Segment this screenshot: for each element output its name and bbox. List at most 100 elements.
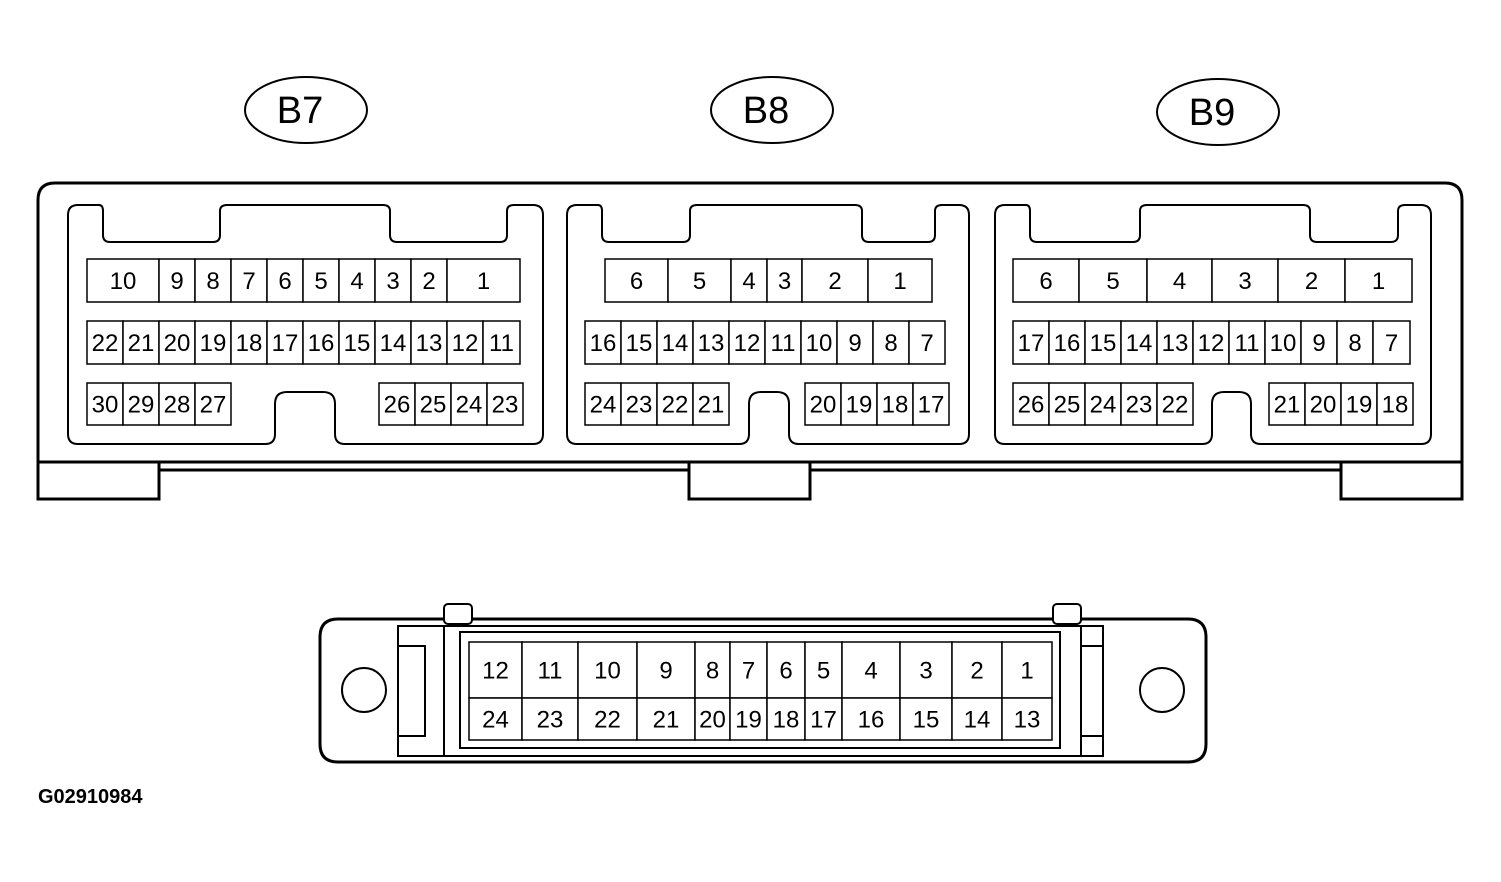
pin-label: 8 [884,330,897,357]
pin-label: 14 [662,330,689,357]
harness-pin-2: 2 [951,641,1003,699]
pin-8: 8 [194,258,232,303]
pin-2: 2 [1277,258,1346,303]
pin-label: 22 [92,330,119,357]
ecu-foot-right [1339,462,1464,501]
pin-label: 4 [864,658,877,685]
pin-label: 24 [456,392,483,419]
pin-12: 12 [1192,320,1230,365]
pin-label: 17 [1018,330,1045,357]
pin-7: 7 [908,320,946,365]
connector-label: B8 [743,90,789,132]
pin-label: 19 [1346,392,1373,419]
pin-3: 3 [1211,258,1279,303]
pin-14: 14 [656,320,694,365]
connector-label-ellipse [244,76,368,144]
ecu-foot-center [687,462,812,501]
harness-pin-5: 5 [804,641,843,699]
pin-label: 21 [653,707,680,734]
harness-pin-12: 12 [468,641,523,699]
pin-label: 10 [1270,330,1297,357]
pin-30: 30 [86,382,124,426]
pin-label: 12 [452,330,479,357]
harness-pin-3: 3 [899,641,953,699]
pin-11: 11 [764,320,802,365]
pin-label: 16 [858,707,885,734]
pin-label: 7 [920,330,933,357]
pin-label: 20 [1310,392,1337,419]
harness-pin-22: 22 [577,697,638,741]
pin-label: 20 [699,707,726,734]
pin-label: 17 [272,330,299,357]
pin-label: 15 [1090,330,1117,357]
pin-1: 1 [867,258,933,303]
pin-label: 19 [735,707,762,734]
pin-label: 11 [538,658,563,685]
pin-8: 8 [1336,320,1374,365]
harness-pin-9: 9 [636,641,696,699]
pin-22: 22 [656,382,694,426]
pin-label: 4 [1173,268,1186,295]
pin-label: 10 [594,658,621,685]
mounting-hole-left [341,667,387,713]
pin-label: 26 [384,392,411,419]
pin-label: 9 [659,658,672,685]
pin-13: 13 [410,320,448,365]
pin-label: 7 [1385,330,1398,357]
pin-label: 12 [1198,330,1225,357]
pin-label: 13 [1162,330,1189,357]
pin-11: 11 [1228,320,1266,365]
harness-pin-18: 18 [766,697,806,741]
pin-13: 13 [1156,320,1194,365]
pin-label: 16 [1054,330,1081,357]
pin-label: 3 [386,268,399,295]
harness-pin-8: 8 [694,641,731,699]
harness-latch-right [1052,603,1082,625]
pin-24: 24 [1084,382,1122,426]
pin-label: 18 [773,707,800,734]
pin-label: 10 [806,330,833,357]
pin-label: 14 [964,707,991,734]
pin-label: 24 [1090,392,1117,419]
pin-22: 22 [86,320,124,365]
pin-label: 5 [314,268,327,295]
harness-pin-11: 11 [521,641,579,699]
pin-22: 22 [1156,382,1194,426]
pin-label: 8 [706,658,719,685]
pin-6: 6 [604,258,669,303]
connector-label: B7 [277,90,323,132]
harness-pin-16: 16 [841,697,901,741]
pin-label: 22 [662,392,689,419]
pin-label: 17 [810,707,837,734]
pin-20: 20 [158,320,196,365]
pin-25: 25 [1048,382,1086,426]
pin-label: 13 [416,330,443,357]
pin-label: 6 [630,268,643,295]
pin-label: 10 [110,268,137,295]
pin-label: 26 [1018,392,1045,419]
pin-21: 21 [122,320,160,365]
pin-27: 27 [194,382,232,426]
ecu-foot-left [36,462,161,501]
harness-pin-1: 1 [1001,641,1053,699]
pin-20: 20 [1304,382,1342,426]
pin-14: 14 [1120,320,1158,365]
harness-pin-24: 24 [468,697,523,741]
pin-label: 13 [1014,707,1041,734]
harness-step-left [398,645,426,737]
pin-label: 1 [477,268,490,295]
pin-label: 20 [164,330,191,357]
pin-label: 18 [882,392,909,419]
harness-pin-20: 20 [694,697,731,741]
pin-2: 2 [410,258,448,303]
pin-21: 21 [1268,382,1306,426]
pin-label: 22 [1162,392,1189,419]
pin-label: 9 [170,268,183,295]
pin-17: 17 [912,382,950,426]
pin-label: 1 [1372,268,1385,295]
pin-13: 13 [692,320,730,365]
pin-10: 10 [800,320,838,365]
harness-pin-23: 23 [521,697,579,741]
